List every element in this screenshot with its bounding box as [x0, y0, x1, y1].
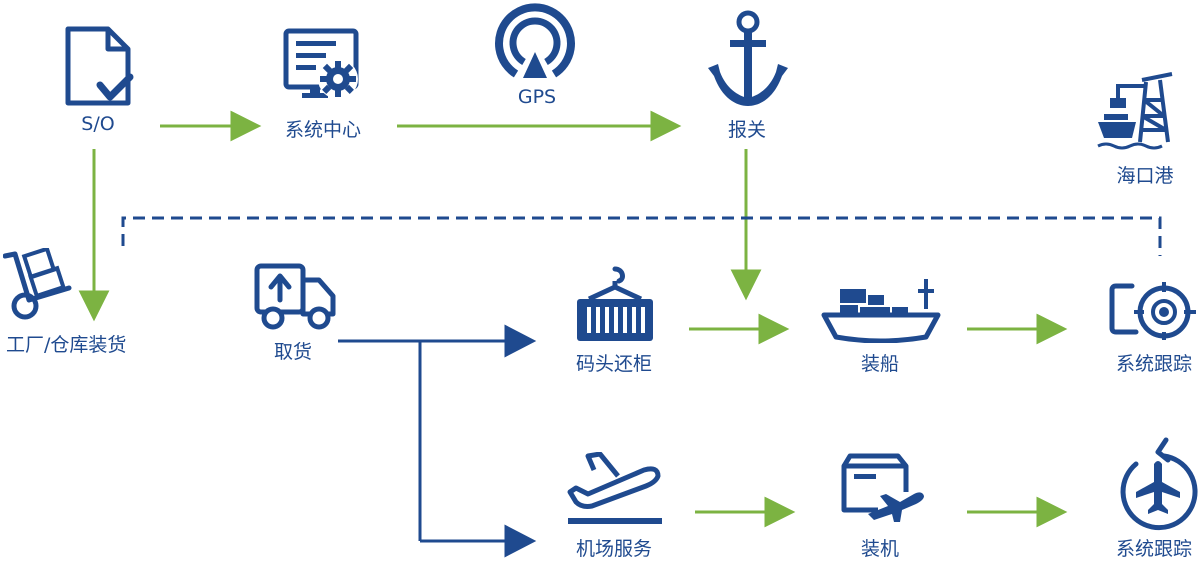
arrowhead — [758, 313, 790, 345]
monitor-target-icon — [1109, 282, 1196, 340]
arrowhead — [78, 290, 110, 322]
arrowhead — [764, 496, 796, 528]
anchor-icon — [708, 10, 788, 106]
tracking-feedback-dashed-line — [121, 216, 1162, 256]
node-label-pickup: 取货 — [273, 341, 313, 363]
plane-cycle-icon — [1120, 437, 1198, 531]
arrowhead — [230, 110, 262, 142]
document-check-icon — [65, 26, 134, 106]
node-label-customs: 报关 — [727, 119, 767, 141]
node-label-air-load: 装机 — [860, 538, 900, 560]
arrowhead — [650, 110, 682, 142]
container-crane-icon — [577, 266, 653, 341]
hand-truck-icon — [3, 248, 72, 320]
port-crane-icon — [1097, 72, 1173, 150]
gps-signal-icon — [495, 3, 575, 78]
delivery-truck-icon — [254, 263, 336, 330]
node-label-tracking-sea: 系统跟踪 — [1115, 353, 1193, 375]
cargo-ship-icon — [821, 279, 941, 343]
node-label-dock-return: 码头还柜 — [575, 353, 653, 375]
node-label-seaport: 海口港 — [1116, 165, 1174, 187]
node-label-airport: 机场服务 — [575, 538, 653, 560]
node-label-ship-load: 装船 — [860, 353, 900, 375]
box-airplane-icon — [841, 453, 924, 522]
node-label-tracking-air: 系统跟踪 — [1115, 538, 1193, 560]
arrowhead — [730, 269, 762, 301]
certificate-gear-icon — [283, 28, 359, 99]
plane-departure-icon — [567, 452, 662, 524]
node-label-so: S/O — [81, 113, 115, 135]
arrowhead — [504, 524, 537, 558]
arrowhead — [1036, 313, 1068, 345]
node-label-system-center: 系统中心 — [284, 119, 362, 141]
arrowhead — [1036, 496, 1068, 528]
node-label-factory: 工厂/仓库装货 — [6, 334, 127, 356]
node-label-gps: GPS — [517, 86, 557, 108]
arrowhead — [504, 324, 537, 358]
